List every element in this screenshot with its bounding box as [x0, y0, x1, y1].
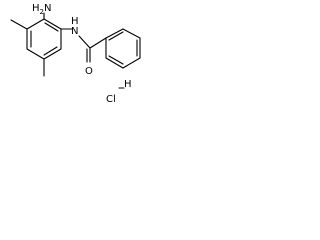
- ring-bond: [122, 28, 141, 39]
- ring-bond: [105, 28, 124, 39]
- ring-bond: [122, 57, 141, 69]
- amine-label: H2N: [32, 3, 51, 16]
- carbonyl-o-label: O: [85, 66, 93, 77]
- ring-bond: [105, 57, 124, 69]
- amide-n-label: N: [71, 26, 78, 37]
- ring-bond: [26, 18, 45, 30]
- phenyl-ring: [105, 28, 141, 69]
- methyl-bond-left: [10, 19, 28, 30]
- phenyl-link-bond: [89, 37, 107, 49]
- ring-double-bond: [43, 46, 58, 56]
- chloride-label: Cl: [106, 94, 116, 105]
- hydrogen-label: H: [124, 79, 132, 90]
- amide-c-bond: [78, 35, 91, 49]
- amide-h-label: H: [71, 16, 79, 27]
- ring-double-bond: [108, 55, 124, 65]
- chemical-structure: H2N H N O H Cl: [10, 3, 141, 105]
- ring-bond: [26, 48, 45, 60]
- ring-double-bond: [108, 31, 124, 41]
- amine-n: N: [44, 3, 51, 14]
- amine-h: H: [32, 3, 40, 14]
- ring-bond: [43, 18, 62, 30]
- ring-bond: [43, 48, 62, 60]
- amine-subscript: 2: [40, 8, 44, 16]
- aniline-ring: [26, 18, 62, 60]
- ring-double-bond: [44, 22, 59, 32]
